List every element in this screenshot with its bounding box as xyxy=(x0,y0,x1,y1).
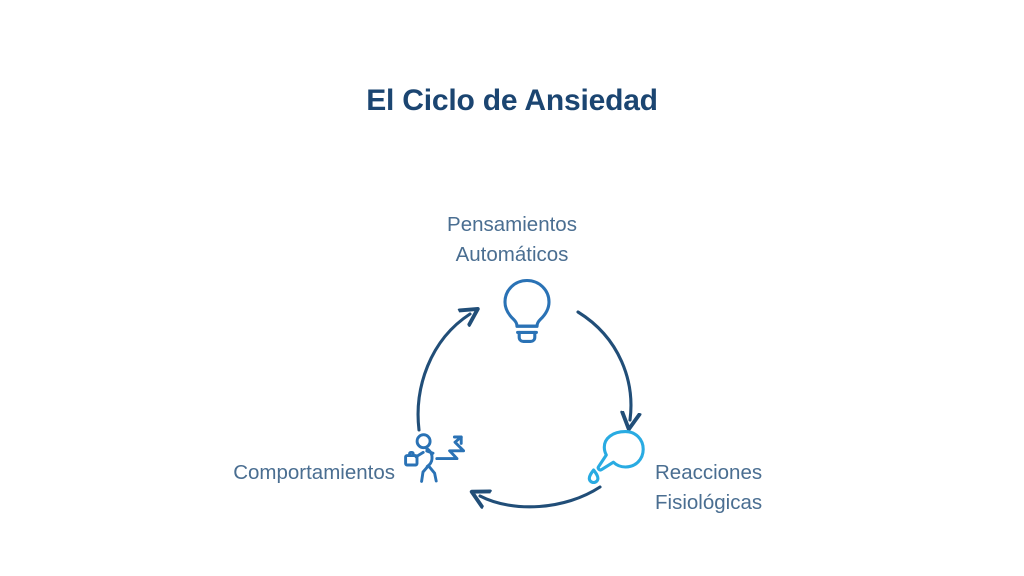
arrow-behaviors-to-thoughts xyxy=(416,314,470,432)
node-label-reactions: Reacciones Fisiológicas xyxy=(655,461,763,514)
running-person-icon xyxy=(404,433,466,483)
lightbulb-icon-wrapper xyxy=(496,277,558,345)
node-label-thoughts: Pensamientos Automáticos xyxy=(447,213,577,266)
page-title: El Ciclo de Ansiedad xyxy=(366,84,658,117)
lightbulb-icon xyxy=(503,278,551,343)
sweat-drop-icon xyxy=(587,430,645,485)
running-person-icon-wrapper xyxy=(403,428,467,486)
sweat-drop-icon-wrapper xyxy=(585,428,647,490)
node-label-behaviors: Comportamientos xyxy=(233,461,395,484)
arrow-reactions-to-behaviors xyxy=(480,485,602,507)
arrow-thoughts-to-reactions xyxy=(576,310,631,420)
